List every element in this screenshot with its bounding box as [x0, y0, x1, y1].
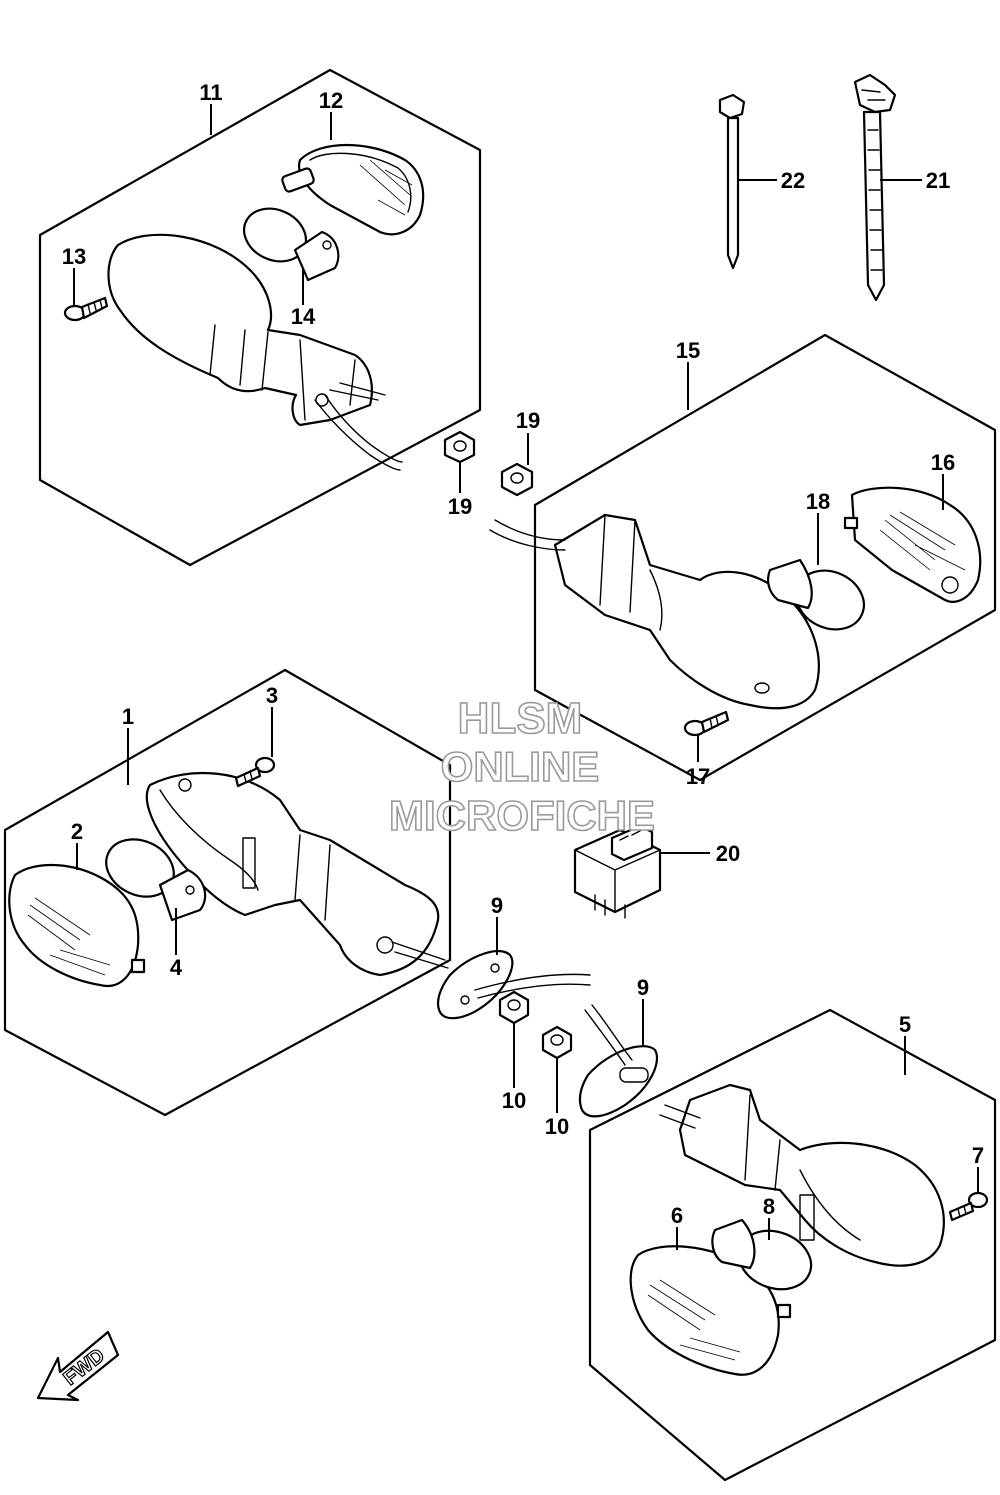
assembly-box-11 [38, 68, 482, 567]
assembly-box-5 [588, 1008, 997, 1482]
watermark: HLSM ONLINE MICROFICHE [388, 693, 656, 840]
callout-1: 1 [122, 704, 134, 729]
callout-8: 8 [763, 1194, 775, 1219]
nut-19-right [500, 462, 534, 497]
callout-13: 13 [62, 244, 86, 269]
lens-2 [8, 863, 146, 988]
callout-19-right: 19 [516, 408, 540, 433]
bulb-8 [711, 1218, 813, 1291]
screw-17 [683, 710, 730, 737]
fwd-arrow-icon: FWD [36, 1330, 120, 1402]
bulb-4 [105, 838, 207, 922]
callout-14: 14 [291, 304, 316, 329]
screw-7 [948, 1191, 989, 1222]
watermark-line-2: ONLINE [441, 743, 600, 790]
callout-19-left: 19 [448, 494, 472, 519]
callout-22: 22 [781, 168, 805, 193]
cable-tie-22 [718, 93, 746, 270]
callout-16: 16 [931, 450, 955, 475]
lens-12 [281, 144, 425, 236]
assembly-box-1 [3, 668, 452, 1117]
leader-lines [73, 104, 979, 1250]
lens-16 [843, 486, 982, 603]
grommet-9-left [436, 950, 591, 1020]
turn-signal-15 [489, 513, 820, 710]
callout-21: 21 [926, 168, 950, 193]
screw-13 [63, 296, 109, 322]
callout-15: 15 [676, 338, 700, 363]
cable-tie-21 [853, 73, 897, 302]
callout-2: 2 [71, 819, 83, 844]
callout-11: 11 [199, 80, 222, 105]
screw-3 [234, 756, 276, 788]
watermark-line-1: HLSM [458, 694, 583, 743]
callout-18: 18 [806, 489, 830, 514]
callout-9-left: 9 [491, 893, 503, 918]
nut-19-left [443, 430, 476, 464]
callout-12: 12 [319, 88, 343, 113]
callout-9-right: 9 [637, 975, 649, 1000]
grommet-9-right [578, 1004, 659, 1118]
watermark-line-3: MICROFICHE [389, 792, 655, 839]
callout-6: 6 [671, 1203, 683, 1228]
turn-signal-5 [659, 1083, 945, 1267]
callout-20: 20 [716, 841, 740, 866]
nut-10-right [541, 1025, 573, 1060]
turn-signal-1 [145, 771, 449, 977]
callout-17: 17 [686, 764, 710, 789]
callout-10-left: 10 [502, 1088, 526, 1113]
nut-10-left [498, 990, 530, 1025]
callout-7: 7 [972, 1143, 984, 1168]
callouts: 11 12 13 14 19 19 15 16 18 17 20 22 21 1… [62, 80, 984, 1228]
callout-3: 3 [266, 683, 278, 708]
callout-10-right: 10 [545, 1114, 569, 1139]
turn-signal-11 [107, 233, 403, 471]
callout-4: 4 [170, 955, 183, 980]
bulb-14 [243, 207, 340, 282]
callout-5: 5 [899, 1012, 911, 1037]
relay-20 [573, 824, 662, 919]
bulb-18 [767, 558, 865, 631]
